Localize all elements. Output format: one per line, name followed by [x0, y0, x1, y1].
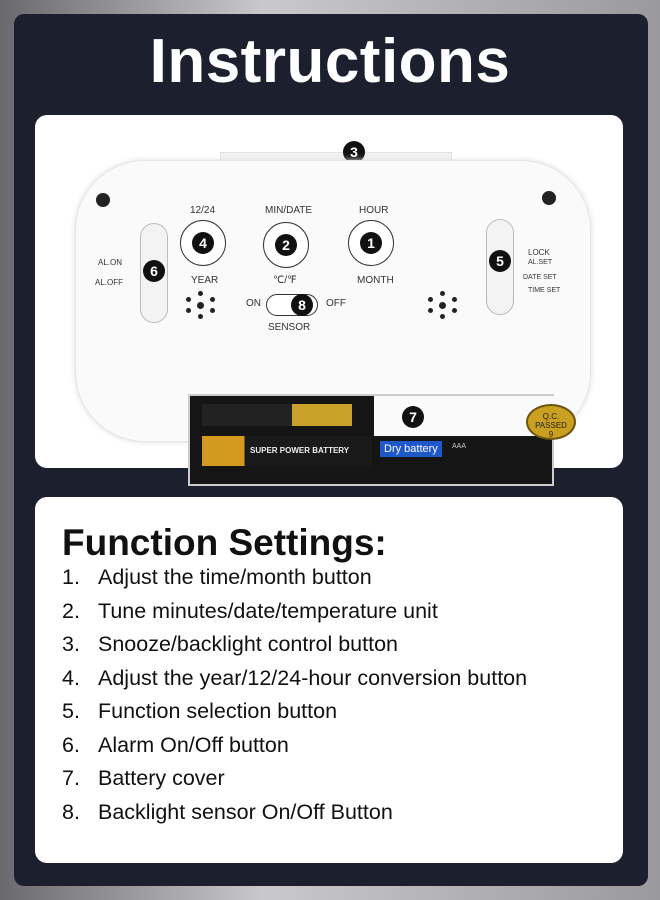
list-item: 8. Backlight sensor On/Off Button: [62, 800, 527, 834]
item-number: 3.: [62, 632, 80, 656]
settings-list: 1. Adjust the time/month button 2. Tune mi…: [62, 565, 527, 833]
marker-5: 5: [489, 250, 511, 272]
item-number: 5.: [62, 699, 80, 723]
label-12-24: 12/24: [190, 205, 216, 216]
label-off: OFF: [326, 298, 346, 309]
list-item: 5. Function selection button: [62, 699, 527, 733]
list-item: 3. Snooze/backlight control button: [62, 632, 527, 666]
marker-2: 2: [275, 234, 297, 256]
battery-cover: 7: [374, 396, 554, 436]
battery-size: AAA: [452, 443, 467, 450]
marker-8: 8: [291, 294, 313, 316]
label-hour: HOUR: [359, 205, 389, 216]
sensor-switch: 8: [266, 294, 318, 316]
battery-label: Dry battery: [380, 441, 442, 457]
hour-button: 1: [348, 220, 394, 266]
list-item: 6. Alarm On/Off button: [62, 733, 527, 767]
label-al-set: AL.SET: [528, 259, 553, 266]
item-number: 8.: [62, 799, 80, 824]
label-time-set: TIME SET: [528, 287, 561, 294]
item-number: 4.: [62, 665, 80, 690]
item-number: 6.: [62, 732, 80, 757]
qc-sticker: Q.C. PASSED 9: [526, 404, 576, 440]
label-sensor: SENSOR: [268, 322, 311, 333]
marker-3: 3: [343, 141, 365, 163]
label-month: MONTH: [357, 275, 394, 286]
item-number: 2.: [62, 598, 80, 623]
label-year: YEAR: [191, 275, 219, 286]
item-text: Battery cover: [98, 766, 225, 790]
label-min-date: MIN/DATE: [265, 205, 313, 216]
alarm-switch: 6: [140, 223, 168, 323]
item-text: Adjust the time/month button: [98, 565, 372, 589]
marker-1: 1: [360, 232, 382, 254]
settings-heading: Function Settings:: [62, 522, 387, 563]
function-settings-card: Function Settings: 1. Adjust the time/mon…: [35, 497, 623, 863]
list-item: 2. Tune minutes/date/temperature unit: [62, 599, 527, 633]
min-date-button: 2: [263, 222, 309, 268]
list-item: 7. Battery cover: [62, 766, 527, 800]
device-image-card: 3 12/24 MIN/DATE HOUR 4 2 1 YEAR ℃/℉ MON…: [35, 115, 623, 486]
page-title: Instructions: [149, 27, 511, 96]
item-text: Function selection button: [98, 699, 338, 723]
label-on: ON: [246, 298, 261, 309]
item-text: Adjust the year/12/24-hour conversion bu…: [98, 665, 528, 690]
item-text: Alarm On/Off button: [98, 732, 289, 757]
clock-back: 12/24 MIN/DATE HOUR 4 2 1 YEAR ℃/℉ MONTH…: [75, 160, 591, 486]
marker-4: 4: [192, 232, 214, 254]
item-text: Snooze/backlight control button: [98, 632, 399, 656]
list-item: 1. Adjust the time/month button: [62, 565, 527, 599]
marker-7: 7: [402, 406, 424, 428]
label-al-on: AL.ON: [98, 258, 123, 267]
label-lock: LOCK: [528, 248, 550, 257]
list-item: 4. Adjust the year/12/24-hour conversion …: [62, 666, 527, 700]
function-switch: 5: [486, 219, 514, 315]
item-number: 1.: [62, 565, 80, 589]
label-date-set: DATE SET: [523, 274, 557, 281]
screw-hole: [542, 191, 556, 205]
item-text: Tune minutes/date/temperature unit: [98, 598, 438, 623]
year-button: 4: [180, 220, 226, 266]
screw-hole: [96, 193, 110, 207]
item-text: Backlight sensor On/Off Button: [98, 799, 393, 824]
label-temp-unit: ℃/℉: [273, 275, 297, 286]
marker-6: 6: [143, 260, 165, 282]
battery: SUPER POWER BATTERY: [202, 436, 372, 466]
label-al-off: AL.OFF: [95, 278, 124, 287]
battery: [202, 404, 352, 426]
item-number: 7.: [62, 766, 80, 790]
